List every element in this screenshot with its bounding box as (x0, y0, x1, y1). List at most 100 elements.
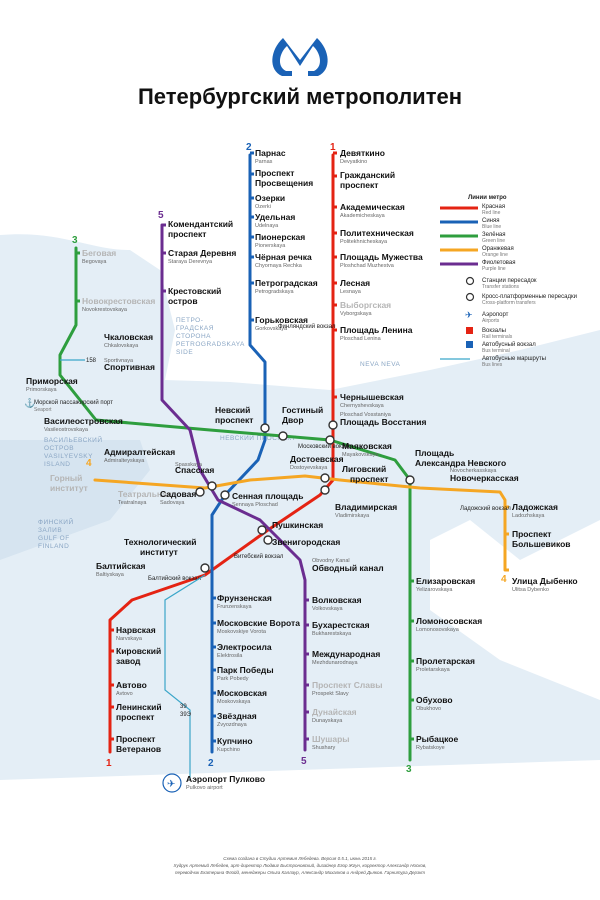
station-yelizarovskaya: Елизаровская (416, 576, 475, 586)
station-slavy: Проспект Славы (312, 680, 383, 690)
legend-airport-en: Airports (482, 318, 500, 324)
station-narvskaya-lat: Narvskaya (116, 636, 143, 642)
legend-bus: Автобусный вокзал (482, 341, 536, 348)
station-akademicheskaya-lat: Akademicheskaya (340, 213, 386, 219)
bus-terminal-icon (466, 341, 473, 348)
station-vladimirskaya: Владимирская (335, 502, 397, 512)
station-mezhdunarodnaya-lat: Mezhdunarodnaya (312, 660, 359, 666)
station-dybenko-lat: Ulitsa Dybenko (512, 587, 549, 593)
station-sennaya: Сенная площадь (232, 491, 303, 501)
station-lomonosovskaya: Ломоносовская (416, 616, 482, 626)
station-mezhdunarodnaya: Международная (312, 649, 380, 659)
station-komendantsky-1: Комендантский (168, 219, 233, 229)
transfer-mayakovskaya (325, 435, 335, 445)
station-nevsky-2: проспект (215, 415, 253, 425)
station-rybatskoye: Рыбацкое (416, 734, 458, 744)
station-chkalovskaya-lat: Chkalovskaya (104, 343, 139, 349)
legend-blue-en: Blue line (482, 224, 501, 230)
station-petrogradskaya-lat: Petrogradskaya (255, 289, 294, 295)
line-badge-orange-bottom: 4 (501, 574, 507, 585)
rail-terminals: Финляндский вокзал Московский вокзал Вит… (148, 323, 511, 582)
station-pionerskaya-lat: Pionerskaya (255, 243, 286, 249)
legend-transfer: Станции пересадок (482, 278, 537, 284)
transfer-tekhnolog (200, 563, 210, 573)
station-tekhnolog-1: Технологический (124, 537, 196, 547)
station-komendantsky-2: проспект (168, 229, 206, 239)
metro-logo (272, 38, 328, 76)
credits-line-1: Схема создана в Студии Артемия Лебедева.… (223, 856, 377, 861)
legend-transfer-en: Transfer stations (482, 284, 520, 290)
legend-orange: Оранжевая (482, 246, 514, 252)
station-teatralnaya-lat: Teatralnaya (118, 500, 147, 506)
area-neva: NEVA NEVA (360, 361, 401, 368)
station-gostiny-2: Двор (282, 415, 304, 425)
station-mayakovskaya: Маяковская (342, 441, 392, 451)
station-pr-prosv-1: Проспект (255, 168, 294, 178)
station-admiralteyskaya-lat: Admiralteyskaya (104, 458, 145, 464)
station-primorskaya-lat: Primorskaya (26, 387, 58, 393)
area-petro-3: СТОРОНА (176, 333, 211, 340)
station-staraya: Старая Деревня (168, 248, 236, 258)
station-alexandra-1: Площадь (415, 448, 454, 458)
legend-green-en: Green line (482, 238, 505, 244)
seaport: ⚓ Морской пассажирский порт Seaport (24, 397, 113, 413)
transfer-alexandra-nevskogo (405, 475, 415, 485)
station-novokrestovskaya-lat: Novokrestovskaya (82, 307, 128, 313)
station-ligovsky-1: Лиговский (342, 464, 386, 474)
station-staraya-lat: Staraya Derevnya (168, 259, 213, 265)
station-veteranov-2: Ветеранов (116, 744, 161, 754)
station-bolshevikov-1: Проспект (512, 529, 551, 539)
station-grazhdansky-1: Гражданский (340, 170, 395, 180)
station-udelnaya-lat: Udelnaya (255, 223, 279, 229)
transfer-zvenigorodskaya (263, 535, 273, 545)
station-zvenigorodskaya: Звенигородская (272, 537, 340, 547)
airplane-icon: ✈ (465, 310, 473, 320)
area-vas-4: ISLAND (44, 461, 70, 468)
station-vasileostrovskaya: Василеостровская (44, 416, 123, 426)
station-politekh-lat: Politekhnicheskaya (340, 239, 388, 245)
legend-rail-en: Rail terminals (482, 334, 513, 340)
rail-terminal-icon (466, 327, 473, 334)
area-gulf-1: ФИНСКИЙ (38, 517, 74, 526)
legend-lines: Красная Red line Синяя Blue line Зелёная… (440, 204, 515, 272)
station-sennaya-lat: Sennaya Ploschad (232, 502, 278, 508)
station-labels-orange: Горный институт Театральная Teatralnaya … (50, 454, 578, 593)
airport-ru: Аэропорт Пулково (186, 774, 265, 784)
line-paths (58, 153, 507, 762)
station-slavy-lat: Prospekt Slavy (312, 691, 349, 697)
station-baltiyskaya-lat: Baltiyskaya (96, 572, 125, 578)
legend-busline-en: Bus lines (482, 362, 503, 368)
station-krestovsky-2: остров (168, 296, 198, 306)
rail-moscow: Московский вокзал (298, 443, 352, 450)
credits: Схема создана в Студии Артемия Лебедева.… (173, 856, 427, 875)
station-devyatkino-lat: Devyatkino (340, 159, 367, 165)
area-nevsky: НЕВСКИЙ ПРОСПЕКТ (220, 433, 296, 442)
station-devyatkino: Девяткино (340, 148, 385, 158)
station-obvodny-lat: Obvodny Kanal (312, 558, 350, 564)
station-vyborgskaya: Выборгская (340, 300, 391, 310)
area-vas-2: ОСТРОВ (44, 445, 74, 452)
area-petro-4: PETROGRADSKAYA (176, 341, 245, 348)
station-novokrestovskaya: Новокрестовская (82, 296, 155, 306)
line-badge-purple-top: 5 (158, 210, 164, 221)
legend-rail: Вокзалы (482, 328, 506, 334)
station-spasskaya-lat: Spasskaya (175, 462, 203, 468)
station-chernyshevskaya: Чернышевская (340, 392, 404, 402)
area-labels: NEVA NEVA ПЕТРО- ГРАДСКАЯ СТОРОНА PETROG… (38, 317, 401, 550)
rail-ladoga: Ладожский вокзал (460, 505, 511, 512)
seaport-ru: Морской пассажирский порт (34, 399, 113, 406)
station-gorkovskaya: Горьковская (255, 315, 308, 325)
station-lenina: Площадь Ленина (340, 325, 413, 335)
station-labels-blue: Парнас Parnas Проспект Просвещения Озерк… (215, 148, 318, 753)
rail-vitebsk: Витебский вокзал (234, 553, 284, 560)
legend-airport: Аэропорт (482, 312, 509, 318)
station-moskovskiye-vorota: Московские Ворота (217, 618, 300, 628)
station-chyornaya: Чёрная речка (255, 252, 312, 262)
airport: ✈ Аэропорт Пулково Pulkovo airport (162, 773, 265, 793)
station-labels-green: Беговая Begovaya Новокрестовская Novokre… (26, 248, 506, 751)
area-petro-2: ГРАДСКАЯ (176, 325, 214, 332)
area-petro-1: ПЕТРО- (176, 317, 203, 324)
line-badge-green-bottom: 3 (406, 764, 412, 775)
station-gorny-1: Горный (50, 473, 82, 483)
station-park-pobedy: Парк Победы (217, 665, 274, 675)
